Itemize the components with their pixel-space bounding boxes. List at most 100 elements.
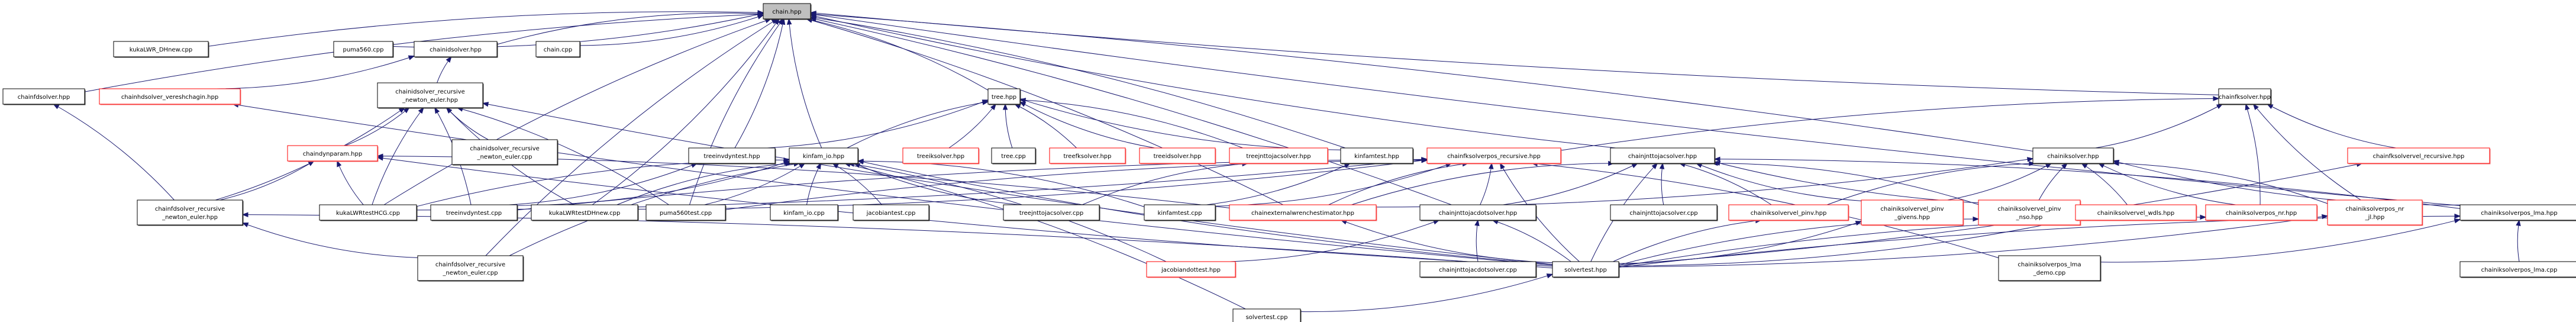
- node-chainfksolvervel_recursive_hpp[interactable]: chainfksolvervel_recursive.hpp: [2347, 147, 2491, 165]
- edge-solvertest_hpp-to-chainiksolvervel_wdls_hpp: [1618, 218, 2076, 266]
- node-box: [2, 88, 85, 105]
- node-box: [1419, 261, 1536, 278]
- node-chainexternalwrenchestimator_hpp[interactable]: chainexternalwrenchestimator.hpp: [1229, 204, 1377, 221]
- node-kinfamtest_cpp[interactable]: kinfamtest.cpp: [1144, 204, 1216, 221]
- node-kinfamtest_hpp[interactable]: kinfamtest.hpp: [1340, 147, 1414, 165]
- node-kukaLWRtestHCG_cpp[interactable]: kukaLWRtestHCG.cpp: [319, 204, 418, 221]
- arrowhead-icon: [446, 107, 453, 114]
- arrowhead-icon: [2027, 157, 2034, 162]
- arrowhead-icon: [376, 156, 383, 161]
- node-solvertest_hpp[interactable]: solvertest.hpp: [1552, 261, 1620, 278]
- edge-solvertest_cpp-to-solvertest_hpp: [1300, 273, 1553, 313]
- node-box: [688, 147, 776, 164]
- node-treeidsolver_hpp[interactable]: treeidsolver.hpp: [1139, 147, 1216, 165]
- node-tree_cpp[interactable]: tree.cpp: [991, 147, 1037, 165]
- node-label: _newton_euler.cpp: [442, 270, 498, 276]
- node-chainhdsolver_vereshchagin_hpp[interactable]: chainhdsolver_vereshchagin.hpp: [99, 88, 241, 105]
- node-box: [531, 204, 638, 221]
- edge-kukaLWR_DHnew_cpp-to-chain_hpp: [208, 11, 764, 47]
- edge-chainiksolverpos_lma_hpp-to-chainjnttojacsolver_hpp: [1714, 159, 2461, 209]
- node-chainfdsolver_rne_hpp[interactable]: chainfdsolver_recursive_newton_euler.hpp: [137, 199, 244, 226]
- node-treejnttojacsolver_cpp[interactable]: treejnttojacsolver.cpp: [1003, 204, 1100, 221]
- node-kukaLWR_DHnew_cpp[interactable]: kukaLWR_DHnew.cpp: [113, 41, 209, 58]
- arrowhead-icon: [2061, 163, 2068, 169]
- node-treejnttojacsolver_hpp[interactable]: treejnttojacsolver.hpp: [1229, 147, 1329, 165]
- edge-chainjnttojacdotsolver_hpp-to-chainjnttojacsolver_hpp: [1503, 163, 1638, 205]
- node-box: [1610, 204, 1718, 221]
- node-chaindynparam_hpp[interactable]: chaindynparam.hpp: [287, 145, 379, 162]
- node-chainiksolvervel_wdls_hpp[interactable]: chainiksolvervel_wdls.hpp: [2075, 204, 2197, 221]
- node-box: [2218, 88, 2271, 105]
- node-label: kukaLWRtestHCG.cpp: [336, 210, 400, 217]
- node-box: [1144, 204, 1216, 221]
- edge-chainfdsolver_rne_hpp-to-chaindynparam_hpp: [219, 160, 314, 201]
- node-chain_cpp[interactable]: chain.cpp: [535, 41, 581, 58]
- node-chainidsolver_rne_cpp[interactable]: chainidsolver_recursive_newton_euler.cpp: [451, 139, 559, 166]
- node-chainjnttojacdotsolver_hpp[interactable]: chainjnttojacdotsolver.hpp: [1419, 204, 1537, 221]
- node-puma560test_cpp[interactable]: puma560test.cpp: [645, 204, 727, 221]
- edge-chainhdsolver_vereshchagin_hpp-to-chainidsolver_hpp: [216, 56, 415, 89]
- node-chainidsolver_rne_hpp[interactable]: chainidsolver_recursive_newton_euler.hpp: [377, 82, 484, 109]
- node-label: chainfksolvervel_recursive.hpp: [2373, 153, 2465, 160]
- node-chainiksolver_hpp[interactable]: chainiksolver.hpp: [2032, 147, 2115, 165]
- node-box: [987, 88, 1021, 105]
- node-chainiksolverpos_nr_jl_hpp[interactable]: chainiksolverpos_nr_jl.hpp: [2327, 199, 2423, 226]
- node-label: chainjnttojacdotsolver.cpp: [1439, 267, 1517, 273]
- node-treefksolver_hpp[interactable]: treefksolver.hpp: [1049, 147, 1126, 165]
- edge-kukaLWRtestDHnew_cpp-to-chain_hpp: [592, 18, 780, 205]
- node-label: _newton_euler.cpp: [476, 154, 532, 160]
- node-chainiksolverpos_nr_hpp[interactable]: chainiksolverpos_nr.hpp: [2205, 204, 2318, 221]
- node-box: [2205, 204, 2317, 221]
- node-chainiksolverpos_lma_demo_cpp[interactable]: chainiksolverpos_lma_demo.cpp: [1998, 255, 2102, 282]
- node-chainiksolvervel_pinv_hpp[interactable]: chainiksolvervel_pinv.hpp: [1728, 204, 1849, 221]
- node-chainfksolver_hpp[interactable]: chainfksolver.hpp: [2218, 88, 2272, 105]
- edge-chaindynparam_hpp-to-chainidsolver_rne_hpp: [345, 107, 409, 146]
- node-label: _newton_euler.hpp: [402, 97, 458, 104]
- edge-tree_hpp-to-chain_hpp: [806, 18, 989, 91]
- node-chainjnttojacsolver_hpp[interactable]: chainjnttojacsolver.hpp: [1610, 147, 1716, 165]
- edge-chainiksolverpos_lma_cpp-to-chainiksolverpos_lma_hpp: [2517, 220, 2520, 262]
- node-chainiksolvervel_pinv_nso_hpp[interactable]: chainiksolvervel_pinv_nso.hpp: [1978, 199, 2081, 226]
- node-box: [333, 41, 393, 57]
- node-chainjnttojacsolver_cpp[interactable]: chainjnttojacsolver.cpp: [1610, 204, 1718, 221]
- arrowhead-icon: [434, 107, 440, 114]
- node-chainiksolverpos_lma_hpp[interactable]: chainiksolverpos_lma.hpp: [2459, 204, 2576, 221]
- edge-chainiksolverpos_nr_hpp-to-chainiksolver_hpp: [2098, 163, 2236, 205]
- node-jacobiandottest_hpp[interactable]: jacobiandottest.hpp: [1146, 261, 1237, 278]
- node-box: [414, 41, 498, 57]
- node-puma560_cpp[interactable]: puma560.cpp: [333, 41, 394, 58]
- node-treeinvdyntest_hpp[interactable]: treeinvdyntest.hpp: [688, 147, 776, 165]
- node-chainfdsolver_hpp[interactable]: chainfdsolver.hpp: [2, 88, 86, 105]
- edge-solvertest_hpp-to-chainexternalwrenchestimator_hpp: [1341, 220, 1553, 263]
- node-solvertest_cpp[interactable]: solvertest.cpp: [1232, 308, 1302, 322]
- edge-chainfdsolver_hpp-to-chain_hpp: [84, 14, 764, 92]
- edge-chainfksolver_hpp-to-chain_hpp: [810, 12, 2219, 95]
- node-jacobiantest_cpp[interactable]: jacobiantest.cpp: [853, 204, 930, 221]
- node-chainidsolver_hpp[interactable]: chainidsolver.hpp: [414, 41, 498, 58]
- edge-treeinvdyntest_hpp-to-tree_hpp: [767, 99, 989, 149]
- node-box: [113, 41, 209, 57]
- node-chainfksolverpos_recursive_hpp[interactable]: chainfksolverpos_recursive.hpp: [1426, 147, 1562, 165]
- node-kinfam_io_cpp[interactable]: kinfam_io.cpp: [770, 204, 839, 221]
- node-label: _jl.hpp: [2365, 214, 2385, 221]
- node-treeinvdyntest_cpp[interactable]: treeinvdyntest.cpp: [430, 204, 518, 221]
- node-chainiksolverpos_lma_cpp[interactable]: chainiksolverpos_lma.cpp: [2459, 261, 2576, 278]
- node-chainfdsolver_rne_cpp[interactable]: chainfdsolver_recursive_newton_euler.cpp: [417, 255, 524, 282]
- node-label: treefksolver.hpp: [1063, 153, 1111, 160]
- node-chain_hpp[interactable]: chain.hpp: [763, 3, 812, 20]
- node-label: chainjnttojacsolver.cpp: [1629, 210, 1697, 217]
- arrowhead-icon: [1474, 219, 1480, 227]
- node-chainiksolvervel_pinv_givens_hpp[interactable]: chainiksolvervel_pinv_givens.hpp: [1861, 199, 1964, 226]
- arrowhead-icon: [2029, 161, 2036, 166]
- edge-chainjnttojacsolver_cpp-to-chainjnttojacsolver_hpp: [1661, 163, 1664, 205]
- arrowhead-icon: [2516, 219, 2521, 227]
- node-label: chainiksolverpos_nr.hpp: [2226, 210, 2297, 217]
- node-kukaLWRtestDHnew_cpp[interactable]: kukaLWRtestDHnew.cpp: [531, 204, 639, 221]
- node-kinfam_io_hpp[interactable]: kinfam_io.hpp: [789, 147, 859, 165]
- node-treeiksolver_hpp[interactable]: treeiksolver.hpp: [902, 147, 980, 165]
- node-chainjnttojacdotsolver_cpp[interactable]: chainjnttojacdotsolver.cpp: [1419, 261, 1537, 278]
- node-tree_hpp[interactable]: tree.hpp: [987, 88, 1021, 105]
- edge-chainiksolvervel_pinv_givens_hpp-to-chainjnttojacsolver_hpp: [1696, 163, 1862, 201]
- node-box: [451, 139, 558, 165]
- node-box: [287, 145, 378, 162]
